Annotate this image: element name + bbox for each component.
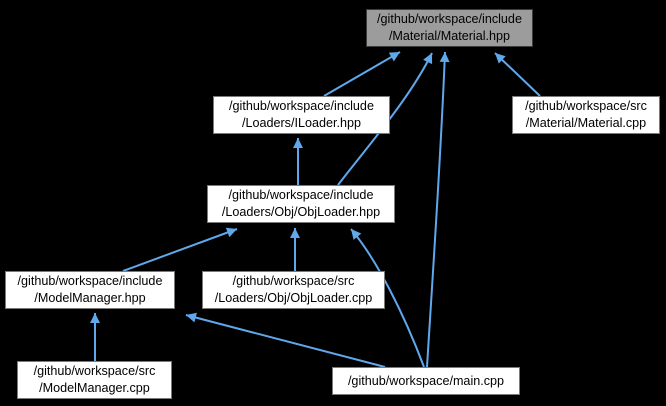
node-objloader-hpp[interactable]: /github/workspace/include /Loaders/Obj/O… — [207, 185, 395, 223]
node-label: /github/workspace/src /ModelManager.cpp — [33, 364, 156, 395]
node-main-cpp[interactable]: /github/workspace/main.cpp — [332, 367, 520, 395]
node-label: /github/workspace/main.cpp — [347, 373, 505, 388]
node-label: /github/workspace/include /Loaders/ILoad… — [229, 99, 374, 130]
edge-modelmanager-hpp-to-objloader-hpp — [122, 227, 238, 272]
node-label: /github/workspace/include /Loaders/Obj/O… — [221, 188, 381, 219]
node-label: /github/workspace/src /Material/Material… — [525, 99, 647, 130]
node-label: /github/workspace/include /Material/Mate… — [377, 12, 522, 43]
node-material-hpp[interactable]: /github/workspace/include /Material/Mate… — [366, 9, 533, 47]
edge-main-cpp-to-modelmanager-hpp — [185, 312, 386, 368]
node-modelmanager-cpp[interactable]: /github/workspace/src /ModelManager.cpp — [17, 361, 172, 399]
node-label: /github/workspace/src /Loaders/Obj/ObjLo… — [214, 274, 373, 305]
node-iloader-hpp[interactable]: /github/workspace/include /Loaders/ILoad… — [213, 96, 390, 134]
edge-main-cpp-to-material-hpp — [426, 51, 450, 368]
node-objloader-cpp[interactable]: /github/workspace/src /Loaders/Obj/ObjLo… — [202, 271, 385, 309]
edge-main-cpp-to-objloader-hpp — [350, 228, 425, 368]
node-material-cpp[interactable]: /github/workspace/src /Material/Material… — [512, 96, 660, 134]
edge-iloader-hpp-to-material-hpp — [323, 51, 401, 97]
edge-material-cpp-to-material-hpp — [494, 52, 541, 97]
node-modelmanager-hpp[interactable]: /github/workspace/include /ModelManager.… — [5, 271, 175, 309]
node-label: /github/workspace/include /ModelManager.… — [17, 274, 163, 305]
